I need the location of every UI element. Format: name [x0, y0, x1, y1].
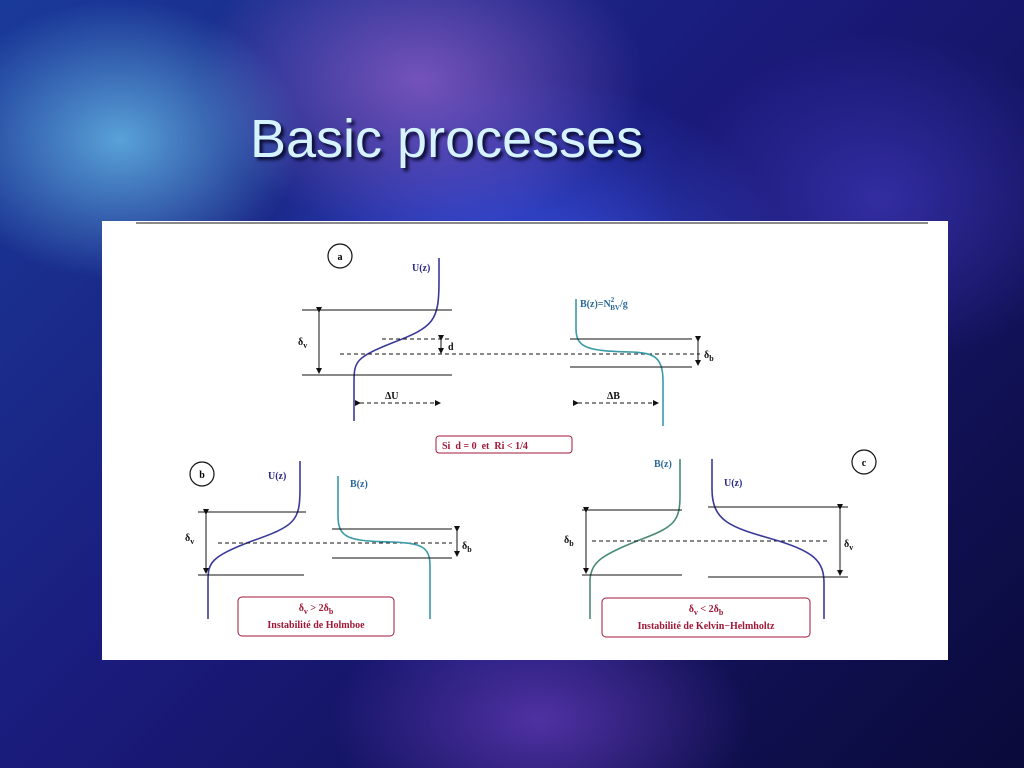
panel-c: c B(z) δb U(z) δv δv < 2δb Instabilité d… [564, 449, 877, 638]
panel-b: b U(z) δv B(z) δb δv > 2δb Instabilité d… [185, 461, 472, 637]
panel-a-badge [327, 243, 353, 269]
slide-title: Basic processes [250, 109, 644, 169]
panel-c-b-label: B(z) [654, 459, 672, 470]
panel-b-caption-box [237, 596, 395, 637]
panel-b-inequality: δv > 2δb [299, 603, 334, 616]
panel-c-u-profile [711, 459, 825, 619]
panel-b-b-label: B(z) [350, 479, 368, 490]
condition-box [435, 435, 573, 454]
panel-a-tag: a [338, 252, 343, 263]
panel-c-delta-v-label: δv [844, 539, 853, 552]
condition-text: Si d = 0 et Ri < 1/4 [442, 441, 528, 452]
panel-b-u-label: U(z) [268, 471, 286, 482]
panel-b-delta-b-label: δb [462, 541, 472, 554]
panel-a-db-label: ΔB [607, 391, 620, 402]
panel-a-u-label: U(z) [412, 263, 430, 274]
panel-c-caption: Instabilité de Kelvin−Helmholtz [638, 621, 775, 632]
panel-a-u-profile [353, 258, 440, 421]
panel-a-b-profile [575, 299, 664, 426]
panel-a-d-label: d [448, 342, 454, 353]
panel-c-caption-box [601, 597, 811, 638]
panel-b-caption: Instabilité de Holmboe [267, 620, 365, 631]
panel-c-delta-b-label: δb [564, 535, 574, 548]
panel-c-u-label: U(z) [724, 478, 742, 489]
panel-c-b-profile [589, 459, 681, 619]
panel-b-b-profile [337, 476, 431, 619]
panel-c-badge [851, 449, 877, 475]
panel-c-inequality: δv < 2δb [689, 604, 724, 617]
panel-b-u-profile [207, 461, 301, 619]
panel-a-delta-b-label: δb [704, 350, 714, 363]
panel-b-delta-v-label: δv [185, 533, 194, 546]
panel-c-tag: c [862, 458, 867, 469]
panel-b-badge [189, 461, 215, 487]
panel-b-tag: b [199, 470, 205, 481]
panel-a-du-label: ΔU [385, 391, 399, 402]
panel-a-delta-v-label: δv [298, 337, 307, 350]
